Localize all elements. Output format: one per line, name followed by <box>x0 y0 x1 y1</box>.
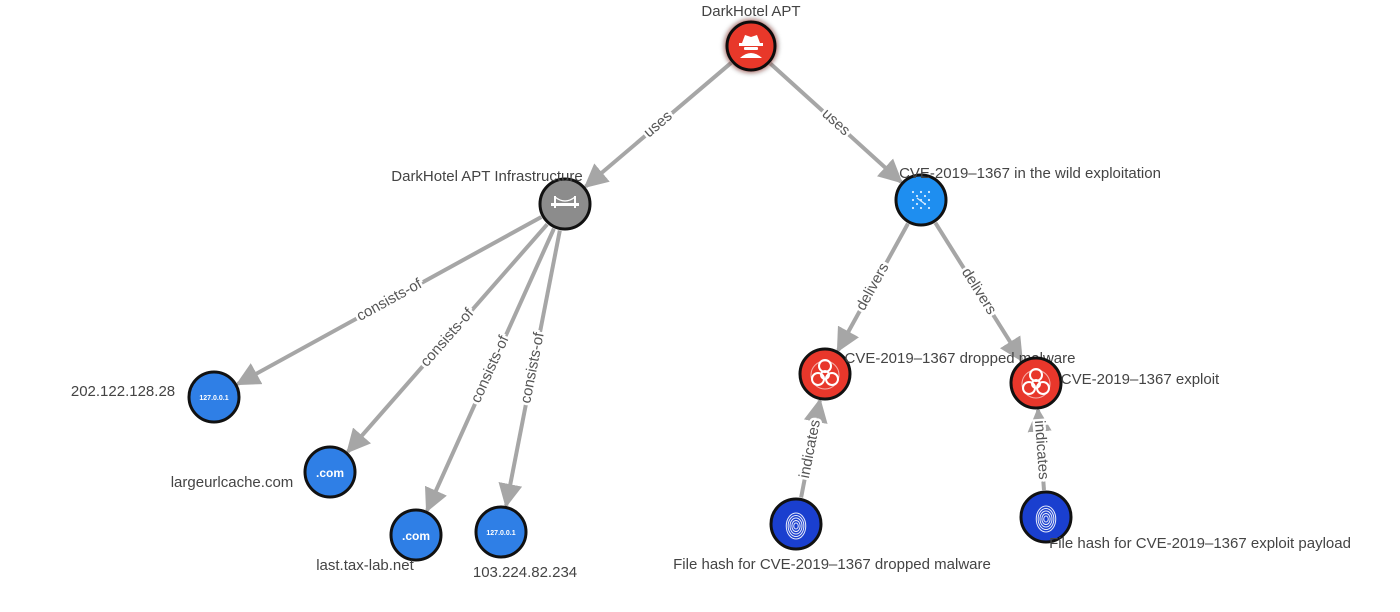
edge-line[interactable] <box>836 222 910 353</box>
ip-address-icon: 127.0.0.1 <box>199 395 228 402</box>
nodes-layer: DarkHotel APT DarkHotel APT Infrastructur… <box>71 3 1351 581</box>
edge-hash2-exploit[interactable]: indicates <box>1027 407 1055 491</box>
node-label: last.tax-lab.net <box>316 557 414 574</box>
node-circle[interactable] <box>798 347 852 401</box>
node-label: File hash for CVE-2019–1367 dropped malw… <box>673 556 991 573</box>
edge-label: consists-of <box>517 330 548 404</box>
edge-line[interactable] <box>583 61 733 189</box>
edge-line[interactable] <box>799 398 828 498</box>
edge-apt-campaign[interactable]: uses <box>768 61 903 184</box>
edge-label: delivers <box>958 265 1000 318</box>
fingerprint-icon <box>785 512 807 540</box>
domain-icon: .com <box>402 529 430 543</box>
node-apt[interactable]: DarkHotel APT <box>701 3 801 72</box>
edge-line[interactable] <box>498 230 562 508</box>
node-ip2[interactable]: 127.0.0.1 103.224.82.234 <box>473 505 577 581</box>
node-malware[interactable]: CVE-2019–1367 dropped malware <box>798 347 1076 401</box>
node-label: DarkHotel APT Infrastructure <box>391 168 582 185</box>
node-circle[interactable] <box>303 445 357 499</box>
icon-text: .com <box>402 529 430 543</box>
node-circle[interactable] <box>1009 356 1063 410</box>
node-label: DarkHotel APT <box>701 3 800 20</box>
edge-label: indicates <box>796 418 824 479</box>
edge-line[interactable] <box>1027 407 1052 491</box>
node-hash1[interactable]: File hash for CVE-2019–1367 dropped malw… <box>673 497 991 573</box>
node-circle[interactable] <box>187 370 241 424</box>
icon-text: .com <box>316 466 344 480</box>
edge-label: consists-of <box>468 332 513 405</box>
node-exploit[interactable]: CVE-2019–1367 exploit <box>1009 356 1220 410</box>
node-circle[interactable] <box>474 505 528 559</box>
edge-label: consists-of <box>354 275 426 325</box>
edge-label: indicates <box>1031 420 1052 480</box>
node-label: 103.224.82.234 <box>473 564 577 581</box>
icon-text: 127.0.0.1 <box>199 395 228 402</box>
bridge-icon <box>551 196 579 208</box>
node-circle[interactable] <box>769 497 823 551</box>
icon-text: 127.0.0.1 <box>486 530 515 537</box>
node-circle[interactable] <box>1019 490 1073 544</box>
edge-line[interactable] <box>933 221 1024 363</box>
edge-hash1-malware[interactable]: indicates <box>794 398 828 498</box>
edge-line[interactable] <box>235 215 543 386</box>
fingerprint-icon <box>1035 505 1057 533</box>
spy-icon <box>739 35 763 58</box>
node-label: CVE-2019–1367 dropped malware <box>845 350 1076 367</box>
edge-campaign-malware[interactable]: delivers <box>836 222 910 353</box>
edge-line[interactable] <box>768 61 903 184</box>
node-ip1[interactable]: 127.0.0.1 202.122.128.28 <box>71 370 241 424</box>
edge-infra-dom1[interactable]: consists-of <box>346 222 549 454</box>
domain-icon: .com <box>316 466 344 480</box>
biohazard-icon <box>810 359 840 390</box>
node-circle[interactable] <box>389 508 443 562</box>
node-label: 202.122.128.28 <box>71 383 175 400</box>
edge-apt-infra[interactable]: uses <box>583 61 733 189</box>
edge-line[interactable] <box>346 222 549 454</box>
node-infra[interactable]: DarkHotel APT Infrastructure <box>391 168 592 231</box>
node-dom2[interactable]: .com last.tax-lab.net <box>316 508 443 574</box>
ip-address-icon: 127.0.0.1 <box>486 530 515 537</box>
node-label: CVE-2019–1367 in the wild exploitation <box>899 165 1161 182</box>
node-hash2[interactable]: File hash for CVE-2019–1367 exploit payl… <box>1019 490 1351 552</box>
node-campaign[interactable]: CVE-2019–1367 in the wild exploitation <box>894 165 1161 227</box>
biohazard-icon <box>1021 368 1051 399</box>
node-label: File hash for CVE-2019–1367 exploit payl… <box>1049 535 1351 552</box>
node-label: largeurlcache.com <box>171 474 294 491</box>
campaign-icon <box>911 190 931 210</box>
node-dom1[interactable]: .com largeurlcache.com <box>171 445 357 499</box>
node-label: CVE-2019–1367 exploit <box>1061 371 1220 388</box>
edge-line[interactable] <box>425 227 556 513</box>
edge-campaign-exploit[interactable]: delivers <box>933 221 1024 363</box>
edge-label: delivers <box>853 260 893 313</box>
edge-label: consists-of <box>417 304 478 370</box>
